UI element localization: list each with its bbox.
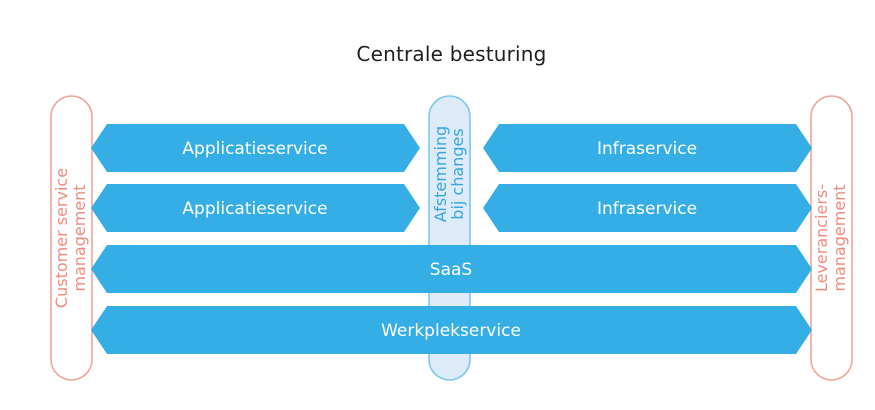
diagram-title: Centrale besturing [356, 42, 547, 66]
arrow-infraservice-2 [483, 184, 812, 232]
left-pillar-line2: management [70, 184, 89, 292]
right-pillar [810, 95, 853, 381]
label-applicatieservice-1: Applicatieservice [182, 139, 328, 159]
label-applicatieservice-2: Applicatieservice [182, 199, 328, 219]
center-pillar-label: Afstemming bij changes [431, 114, 467, 234]
right-pillar-line2: management [830, 184, 849, 292]
arrow-applicatieservice-1 [91, 124, 420, 172]
label-infraservice-1: Infraservice [596, 139, 698, 159]
arrow-infraservice-1 [483, 124, 812, 172]
label-infraservice-2: Infraservice [596, 199, 698, 219]
label-saas: SaaS [429, 260, 473, 280]
arrow-werkplekservice [91, 306, 812, 354]
right-pillar-label: Leveranciers- management [812, 138, 849, 338]
center-pillar-line2: bij changes [448, 128, 467, 220]
arrow-saas [91, 245, 812, 293]
right-pillar-line1: Leveranciers- [812, 183, 831, 293]
arrow-applicatieservice-2 [91, 184, 420, 232]
left-pillar-line1: Customer service [52, 167, 71, 309]
center-pillar-line1: Afstemming [431, 125, 450, 223]
label-werkplekservice: Werkplekservice [381, 321, 521, 341]
left-pillar-label: Customer service management [52, 138, 89, 338]
left-pillar [50, 95, 93, 381]
